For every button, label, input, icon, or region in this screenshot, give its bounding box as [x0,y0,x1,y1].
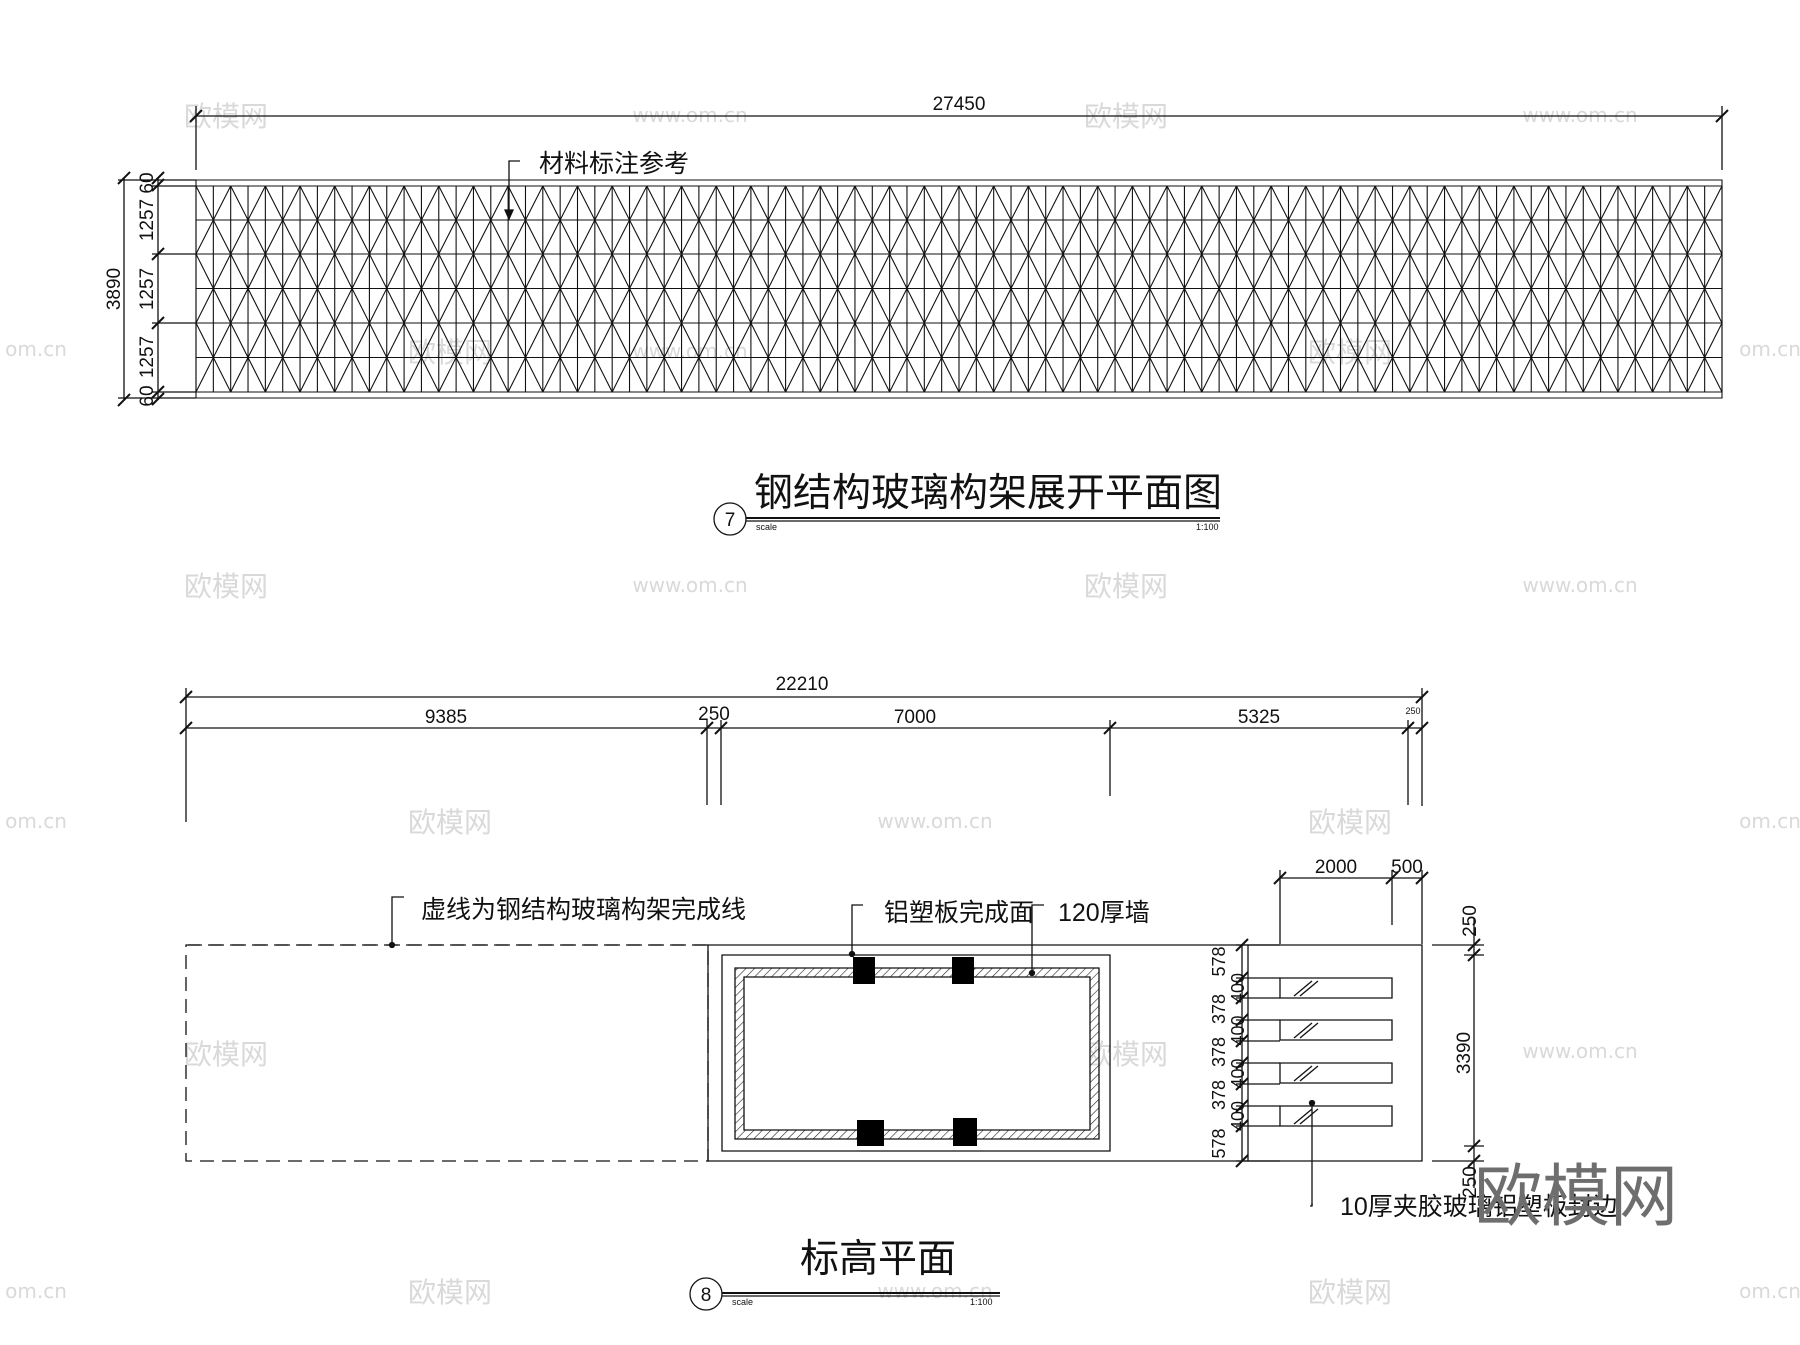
dimension-label-total-height: 3890 [104,268,125,310]
dimension-label-total-width: 27450 [933,94,986,115]
watermark-brand: 欧模网 [408,336,492,369]
dimension-label-glass-row: 400 [1228,1058,1248,1088]
plan-7-number: 7 [725,510,736,531]
watermark-url: www.om.cn [1522,573,1637,597]
watermark-url: www.om.cn [877,1279,992,1303]
dimension-label-row-bottom: 60 [137,385,158,406]
watermark-brand: 欧模网 [1084,570,1168,603]
dimension-label-250-b: 250 [1405,706,1420,716]
glass-strip [1280,1106,1392,1126]
note-dashed-line: 虚线为钢结构玻璃构架完成线 [390,896,746,948]
dimension-label-250-bottom: 250 [1460,1166,1481,1198]
column-top-left [853,957,875,984]
plan-7-title: 钢结构玻璃构架展开平面图 [754,472,1222,515]
watermark-url: om.cn [5,337,67,361]
material-note-text: 材料标注参考 [539,150,689,178]
watermark-brand: 欧模网 [184,1038,268,1071]
dimension-label-9385: 9385 [425,707,467,728]
plan-8-scale-label: scale [732,1297,753,1307]
watermark-url: www.om.cn [877,809,992,833]
dimension-label-glass-row: 378 [1209,1037,1229,1067]
laminated-glass-strips [1280,978,1392,1126]
column-top-right [952,957,974,984]
watermark-url: www.om.cn [632,339,747,363]
watermark-brand: 欧模网 [408,806,492,839]
note-aluminium-panel-text: 铝塑板完成面 [884,899,1034,927]
dimension-label-2000: 2000 [1315,857,1357,878]
plan-7-unfolded-frame: 27450 3890 60 1257 1257 1257 60 [104,94,1728,535]
watermark-url: om.cn [1739,809,1800,833]
title-block-8: 标高平面 8 scale 1:100 [690,1238,1000,1310]
dimension-total-width-8: 22210 [180,674,1428,822]
watermark-url: www.om.cn [1522,1039,1637,1063]
watermark-url: www.om.cn [1522,103,1637,127]
note-wall: 120厚墙 [1030,899,1150,976]
note-aluminium-panel: 铝塑板完成面 [850,899,1034,957]
watermark-url: www.om.cn [632,573,747,597]
dimension-right-top-8: 2000 500 [1274,857,1428,944]
steel-columns [853,957,977,1146]
aluminium-panel-finish-face [722,955,1110,1151]
dimension-label-5325: 5325 [1238,707,1280,728]
plan-8-title: 标高平面 [800,1238,956,1281]
dimension-label-glass-row: 400 [1228,1101,1248,1131]
column-bottom-left [857,1120,884,1146]
dimension-label-glass-row: 400 [1228,1015,1248,1045]
watermark-url: om.cn [5,809,67,833]
dimension-right-side-8: 250 3390 250 [1432,905,1484,1198]
watermark-url: www.om.cn [632,103,747,127]
plan-7-scale-label: scale [756,522,777,532]
glass-strip [1280,1063,1392,1083]
dimension-label-22210: 22210 [776,674,829,695]
watermark-brand: 欧模网 [1308,1276,1392,1309]
note-glass: 10厚夹胶玻璃铝塑板封边 [1310,1101,1618,1221]
dimension-label-glass-row: 378 [1209,994,1229,1024]
watermark-layer: 欧模网欧模网欧模网欧模网欧模网欧模网欧模网欧模网欧模网欧模网欧模网欧模网www.… [5,100,1800,1309]
plan-8-scale-value: 1:100 [970,1297,993,1307]
plan-outline [708,945,1422,1161]
dimension-label-row-top: 60 [137,172,158,193]
material-note-leader: 材料标注参考 [505,150,689,219]
brand-logo-watermark: 欧模网 [1474,1158,1678,1237]
dimension-label-500: 500 [1391,857,1423,878]
dimension-label-250-top: 250 [1460,905,1481,937]
dimension-label-row-2: 1257 [137,268,158,310]
note-wall-text: 120厚墙 [1058,899,1150,927]
dimension-label-row-3: 1257 [137,336,158,378]
dimension-label-3390: 3390 [1454,1032,1475,1074]
wall-120-inner [744,977,1090,1130]
dimension-label-glass-row: 578 [1209,1128,1229,1158]
plan-8-elevation-plan: 22210 9385 250 7000 5325 250 [180,674,1618,1310]
steel-glass-lattice-frame [196,180,1722,398]
dimension-segments-8: 9385 250 7000 5325 250 [180,704,1428,805]
dimension-label-250-a: 250 [698,704,730,725]
note-dashed-line-text: 虚线为钢结构玻璃构架完成线 [421,896,746,924]
dimension-height-7: 3890 60 1257 1257 1257 60 [104,172,196,407]
watermark-brand: 欧模网 [1308,806,1392,839]
watermark-brand: 欧模网 [184,570,268,603]
column-bottom-right [953,1118,977,1146]
watermark-url: om.cn [1739,1279,1800,1303]
glass-strip [1280,978,1392,998]
dimension-label-7000: 7000 [894,707,936,728]
watermark-brand: 欧模网 [408,1276,492,1309]
dimension-label-glass-row: 578 [1209,946,1229,976]
dimension-label-row-1: 1257 [137,199,158,241]
title-block-7: 钢结构玻璃构架展开平面图 7 scale 1:100 [714,472,1222,535]
note-glass-text: 10厚夹胶玻璃铝塑板封边 [1340,1193,1618,1221]
watermark-url: om.cn [1739,337,1800,361]
plan-7-scale-value: 1:100 [1196,522,1219,532]
glass-strip [1280,1020,1392,1040]
plan-8-number: 8 [701,1285,712,1306]
watermark-url: om.cn [5,1279,67,1303]
dimension-total-width-7: 27450 [190,94,1728,170]
dimension-label-glass-row: 400 [1228,973,1248,1003]
wall-120-outer [735,968,1099,1139]
dimension-label-glass-row: 378 [1209,1080,1229,1110]
